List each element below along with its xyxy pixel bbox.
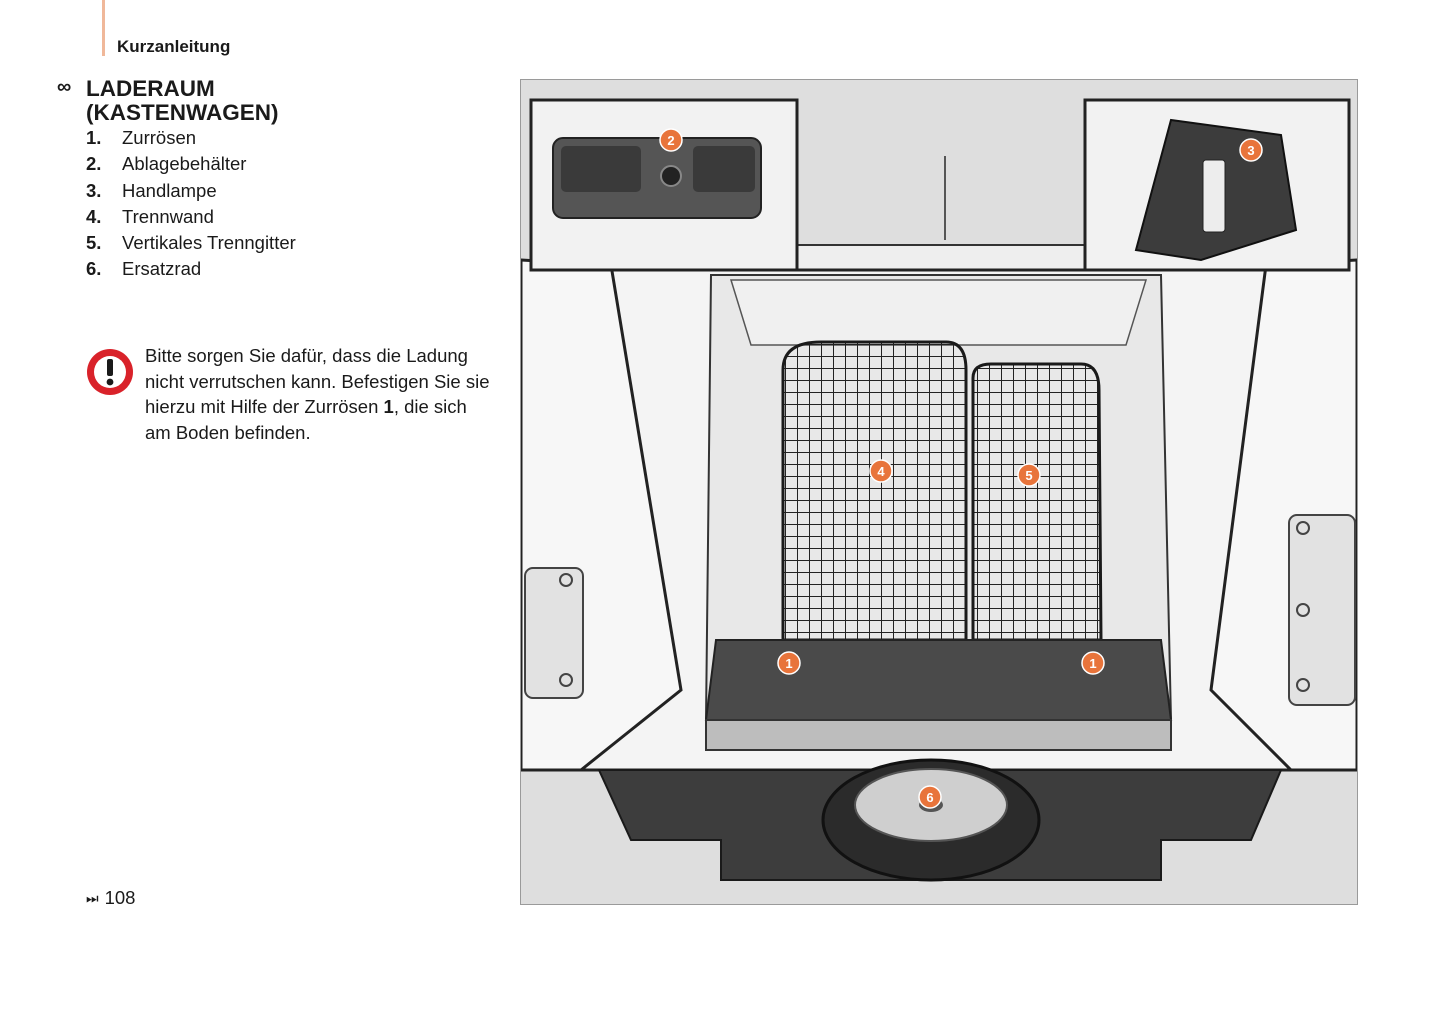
item-label: Ersatzrad	[122, 258, 202, 280]
item-number: 4.	[86, 205, 102, 227]
page-footer: ⏭ 108	[86, 887, 135, 909]
item-number: 2.	[86, 153, 102, 175]
callout-marker: 1	[1081, 651, 1105, 675]
cargo-area-illustration: 2 3 4 5 1 1 6	[520, 79, 1358, 905]
item-label: Ablagebehälter	[122, 153, 247, 175]
page-number: 108	[104, 887, 136, 908]
callout-marker: 5	[1017, 463, 1041, 487]
callout-marker: 4	[869, 459, 893, 483]
running-header: Kurzanleitung	[117, 37, 231, 56]
callout-marker: 3	[1239, 138, 1263, 162]
callout-label: 2	[667, 133, 674, 148]
callout-marker: 1	[777, 651, 801, 675]
warning-exclamation-icon	[87, 349, 133, 395]
item-label: Handlampe	[122, 179, 217, 201]
callout-marker: 6	[918, 785, 942, 809]
item-number: 6.	[86, 258, 102, 280]
section-title-line-2: (KASTENWAGEN)	[86, 100, 279, 125]
infinity-icon: ∞	[57, 76, 72, 98]
warning-text-part: Bitte sorgen Sie dafür, dass die Ladung …	[145, 345, 490, 418]
list-item: 6. Ersatzrad	[86, 258, 296, 284]
callout-label: 1	[785, 656, 792, 671]
list-item: 1. Zurrösen	[86, 127, 296, 153]
next-page-icon: ⏭	[86, 889, 99, 906]
callout-label: 3	[1247, 143, 1254, 158]
item-number: 1.	[86, 127, 102, 148]
section-title-line-1: LADERAUM	[86, 76, 215, 101]
warning-text: Bitte sorgen Sie dafür, dass die Ladung …	[145, 343, 490, 445]
list-item: 4. Trennwand	[86, 206, 296, 232]
item-label: Zurrösen	[122, 127, 197, 148]
item-number: 3.	[86, 179, 102, 201]
illustration-svg: 2 3 4 5 1 1 6	[521, 80, 1357, 904]
callout-label: 5	[1025, 468, 1032, 483]
item-label: Trennwand	[122, 205, 214, 227]
warning-text-bold: 1	[383, 396, 394, 418]
header-accent-rule	[102, 0, 105, 56]
callout-label: 4	[877, 464, 885, 479]
callout-marker: 2	[659, 128, 683, 152]
legend-list: 1.Zurrösen 2.Ablagebehälter 3.Handlampe …	[86, 127, 296, 285]
list-item: 2. Ablagebehälter	[86, 153, 296, 179]
item-label: Vertikales Trenngitter	[122, 232, 296, 254]
item-number: 5.	[86, 232, 102, 254]
callout-label: 6	[926, 790, 933, 805]
section-title: LADERAUM (KASTENWAGEN)	[86, 77, 279, 125]
warning-text-part: , die sich am Boden befinden.	[145, 396, 467, 443]
list-item: 3. Handlampe	[86, 180, 296, 206]
list-item: 5. Vertikales Trenngitter	[86, 232, 296, 258]
callout-label: 1	[1089, 656, 1096, 671]
